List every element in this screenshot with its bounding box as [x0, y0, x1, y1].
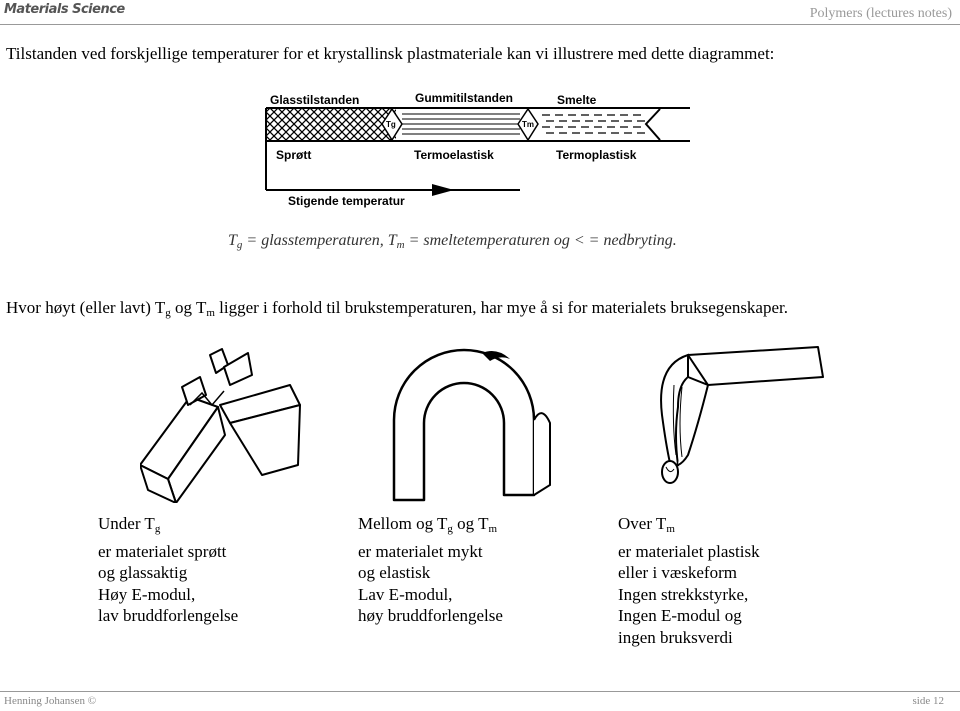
column-line: Ingen E-modul og [618, 606, 742, 625]
property-label-thermoplastic: Termoplastisk [556, 148, 637, 162]
column-line: Høy E-modul, [98, 584, 196, 604]
temperature-arrow [432, 184, 454, 196]
melt-flow-illustration [660, 346, 824, 484]
column-title: Over Tm [618, 514, 675, 535]
state-label-rubber: Gummitilstanden [415, 91, 513, 105]
intro-text: Tilstanden ved forskjellige temperaturer… [6, 44, 775, 63]
column-line: er materialet plastisk [618, 541, 760, 561]
column-line: høy bruddforlengelse [358, 606, 503, 625]
column-title: Under Tg [98, 514, 161, 535]
column-line: Ingen strekkstyrke, [618, 584, 749, 604]
footer-divider [0, 691, 960, 692]
tm-marker [517, 107, 539, 142]
column-line: og elastisk [358, 563, 431, 582]
symbol-legend: Tg = glasstemperaturen, Tm = smeltetempe… [228, 232, 677, 251]
state-diagram: Glasstilstanden Gummitilstanden Smelte T… [265, 91, 690, 208]
column-line: lav bruddforlengelse [98, 606, 239, 625]
column-below-tg: Under Tg er materialet sprøtt og glassak… [98, 513, 238, 627]
column-line: Lav E-modul, [358, 584, 453, 604]
elastic-bend-illustration [392, 348, 551, 502]
column-above-tm: Over Tm er materialet plastisk eller i v… [618, 513, 760, 648]
column-line: ingen bruksverdi [618, 627, 733, 647]
column-line: er materialet mykt [358, 541, 483, 561]
brittle-fracture-illustration [140, 348, 301, 503]
footer-author: Henning Johansen © [4, 695, 97, 707]
footer-page-number: side 12 [912, 695, 944, 707]
column-line: er materialet sprøtt [98, 541, 227, 561]
tg-marker-label: Tg [386, 120, 396, 129]
column-title: Mellom og Tg og Tm [358, 514, 498, 535]
header-divider [0, 24, 960, 25]
axis-label-temperature: Stigende temperatur [288, 194, 405, 208]
property-label-thermoelastic: Termoelastisk [414, 148, 494, 162]
glass-region-hatch [266, 109, 396, 140]
column-line: og glassaktig [98, 563, 188, 582]
property-label-brittle: Sprøtt [276, 148, 311, 162]
header-course-title: Polymers (lectures notes) [809, 6, 952, 21]
tm-marker-label: Tm [522, 120, 534, 129]
materials-science-logo: Materials Science [4, 2, 125, 17]
degradation-marker [644, 108, 661, 141]
state-label-melt: Smelte [557, 93, 597, 107]
state-label-glass: Glasstilstanden [270, 93, 359, 107]
question-text: Hvor høyt (eller lavt) Tg og Tm ligger i… [6, 298, 789, 319]
column-between-tg-tm: Mellom og Tg og Tm er materialet mykt og… [358, 513, 503, 627]
column-line: eller i væskeform [618, 563, 737, 582]
